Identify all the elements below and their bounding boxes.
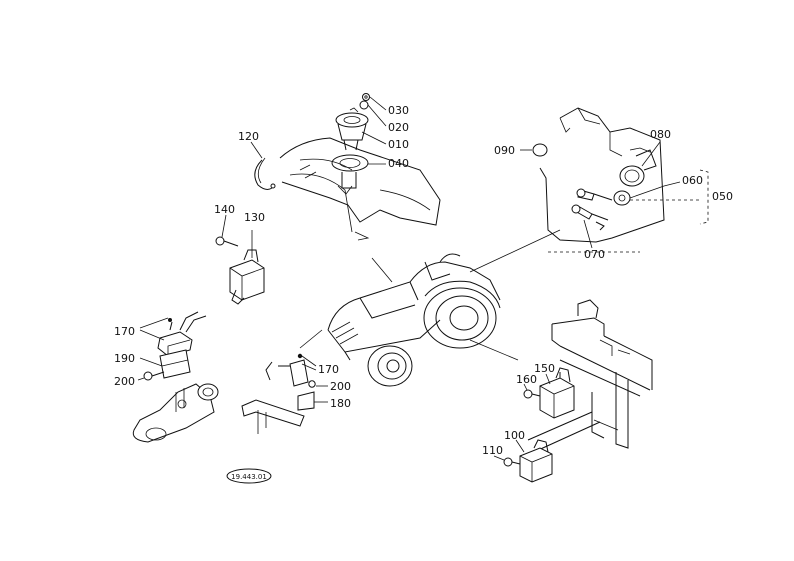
bolt-140 (215, 236, 239, 247)
leader-190 (139, 357, 163, 367)
leader-170-center (301, 355, 317, 371)
leader-line (469, 339, 519, 361)
stamp-text: 19.443.01 (231, 473, 267, 481)
part-label-180: 180 (330, 397, 351, 410)
leader-200-left (137, 377, 145, 381)
leader-150 (545, 373, 551, 385)
part-label-040: 040 (388, 157, 409, 170)
part-label-200-left: 200 (114, 375, 135, 388)
leader-080 (641, 141, 661, 167)
leader-140 (221, 214, 227, 238)
leader-030 (369, 96, 387, 111)
part-label-120: 120 (238, 130, 259, 143)
leader-120 (250, 141, 263, 159)
part-label-150: 150 (534, 362, 555, 375)
knob-090 (532, 143, 548, 157)
leader-100 (515, 439, 525, 453)
relay-100 (519, 439, 553, 483)
leader-line (371, 257, 393, 283)
part-label-170-center: 170 (318, 363, 339, 376)
relay-130 (229, 249, 265, 305)
part-label-130: 130 (244, 211, 265, 224)
leader-line (469, 229, 561, 273)
bolt-110 (503, 457, 521, 467)
part-label-030: 030 (388, 104, 409, 117)
part-label-060: 060 (682, 174, 703, 187)
fuel-tank-assembly (279, 93, 441, 241)
part-label-160: 160 (516, 373, 537, 386)
part-label-080: 080 (650, 128, 671, 141)
leader-020 (367, 104, 387, 127)
part-label-140: 140 (214, 203, 235, 216)
part-label-100: 100 (504, 429, 525, 442)
leader-110 (493, 455, 505, 461)
leader-010 (361, 131, 387, 145)
part-label-010: 010 (388, 138, 409, 151)
part-label-170-left: 170 (114, 325, 135, 338)
safety-switch-assembly-center (241, 353, 316, 434)
bolt-160 (523, 389, 541, 399)
key-switch-assembly (539, 107, 709, 253)
part-label-110: 110 (482, 444, 503, 457)
part-label-090: 090 (494, 144, 515, 157)
leader-060 (629, 181, 681, 199)
part-label-190: 190 (114, 352, 135, 365)
drawing-number-stamp: 19.443.01 (226, 468, 272, 484)
part-label-200-center: 200 (330, 380, 351, 393)
relay-150 (539, 367, 575, 419)
leader-line (299, 329, 323, 349)
relay-bracket-frame (527, 299, 653, 453)
leader-070 (583, 219, 593, 249)
leader-170-left (139, 317, 169, 341)
part-label-020: 020 (388, 121, 409, 134)
leader-160 (523, 383, 528, 391)
part-label-070: 070 (584, 248, 605, 261)
tractor-illustration (327, 253, 501, 387)
safety-switch-assembly-left (132, 311, 219, 443)
part-label-050: 050 (712, 190, 733, 203)
clip-120 (254, 157, 276, 190)
